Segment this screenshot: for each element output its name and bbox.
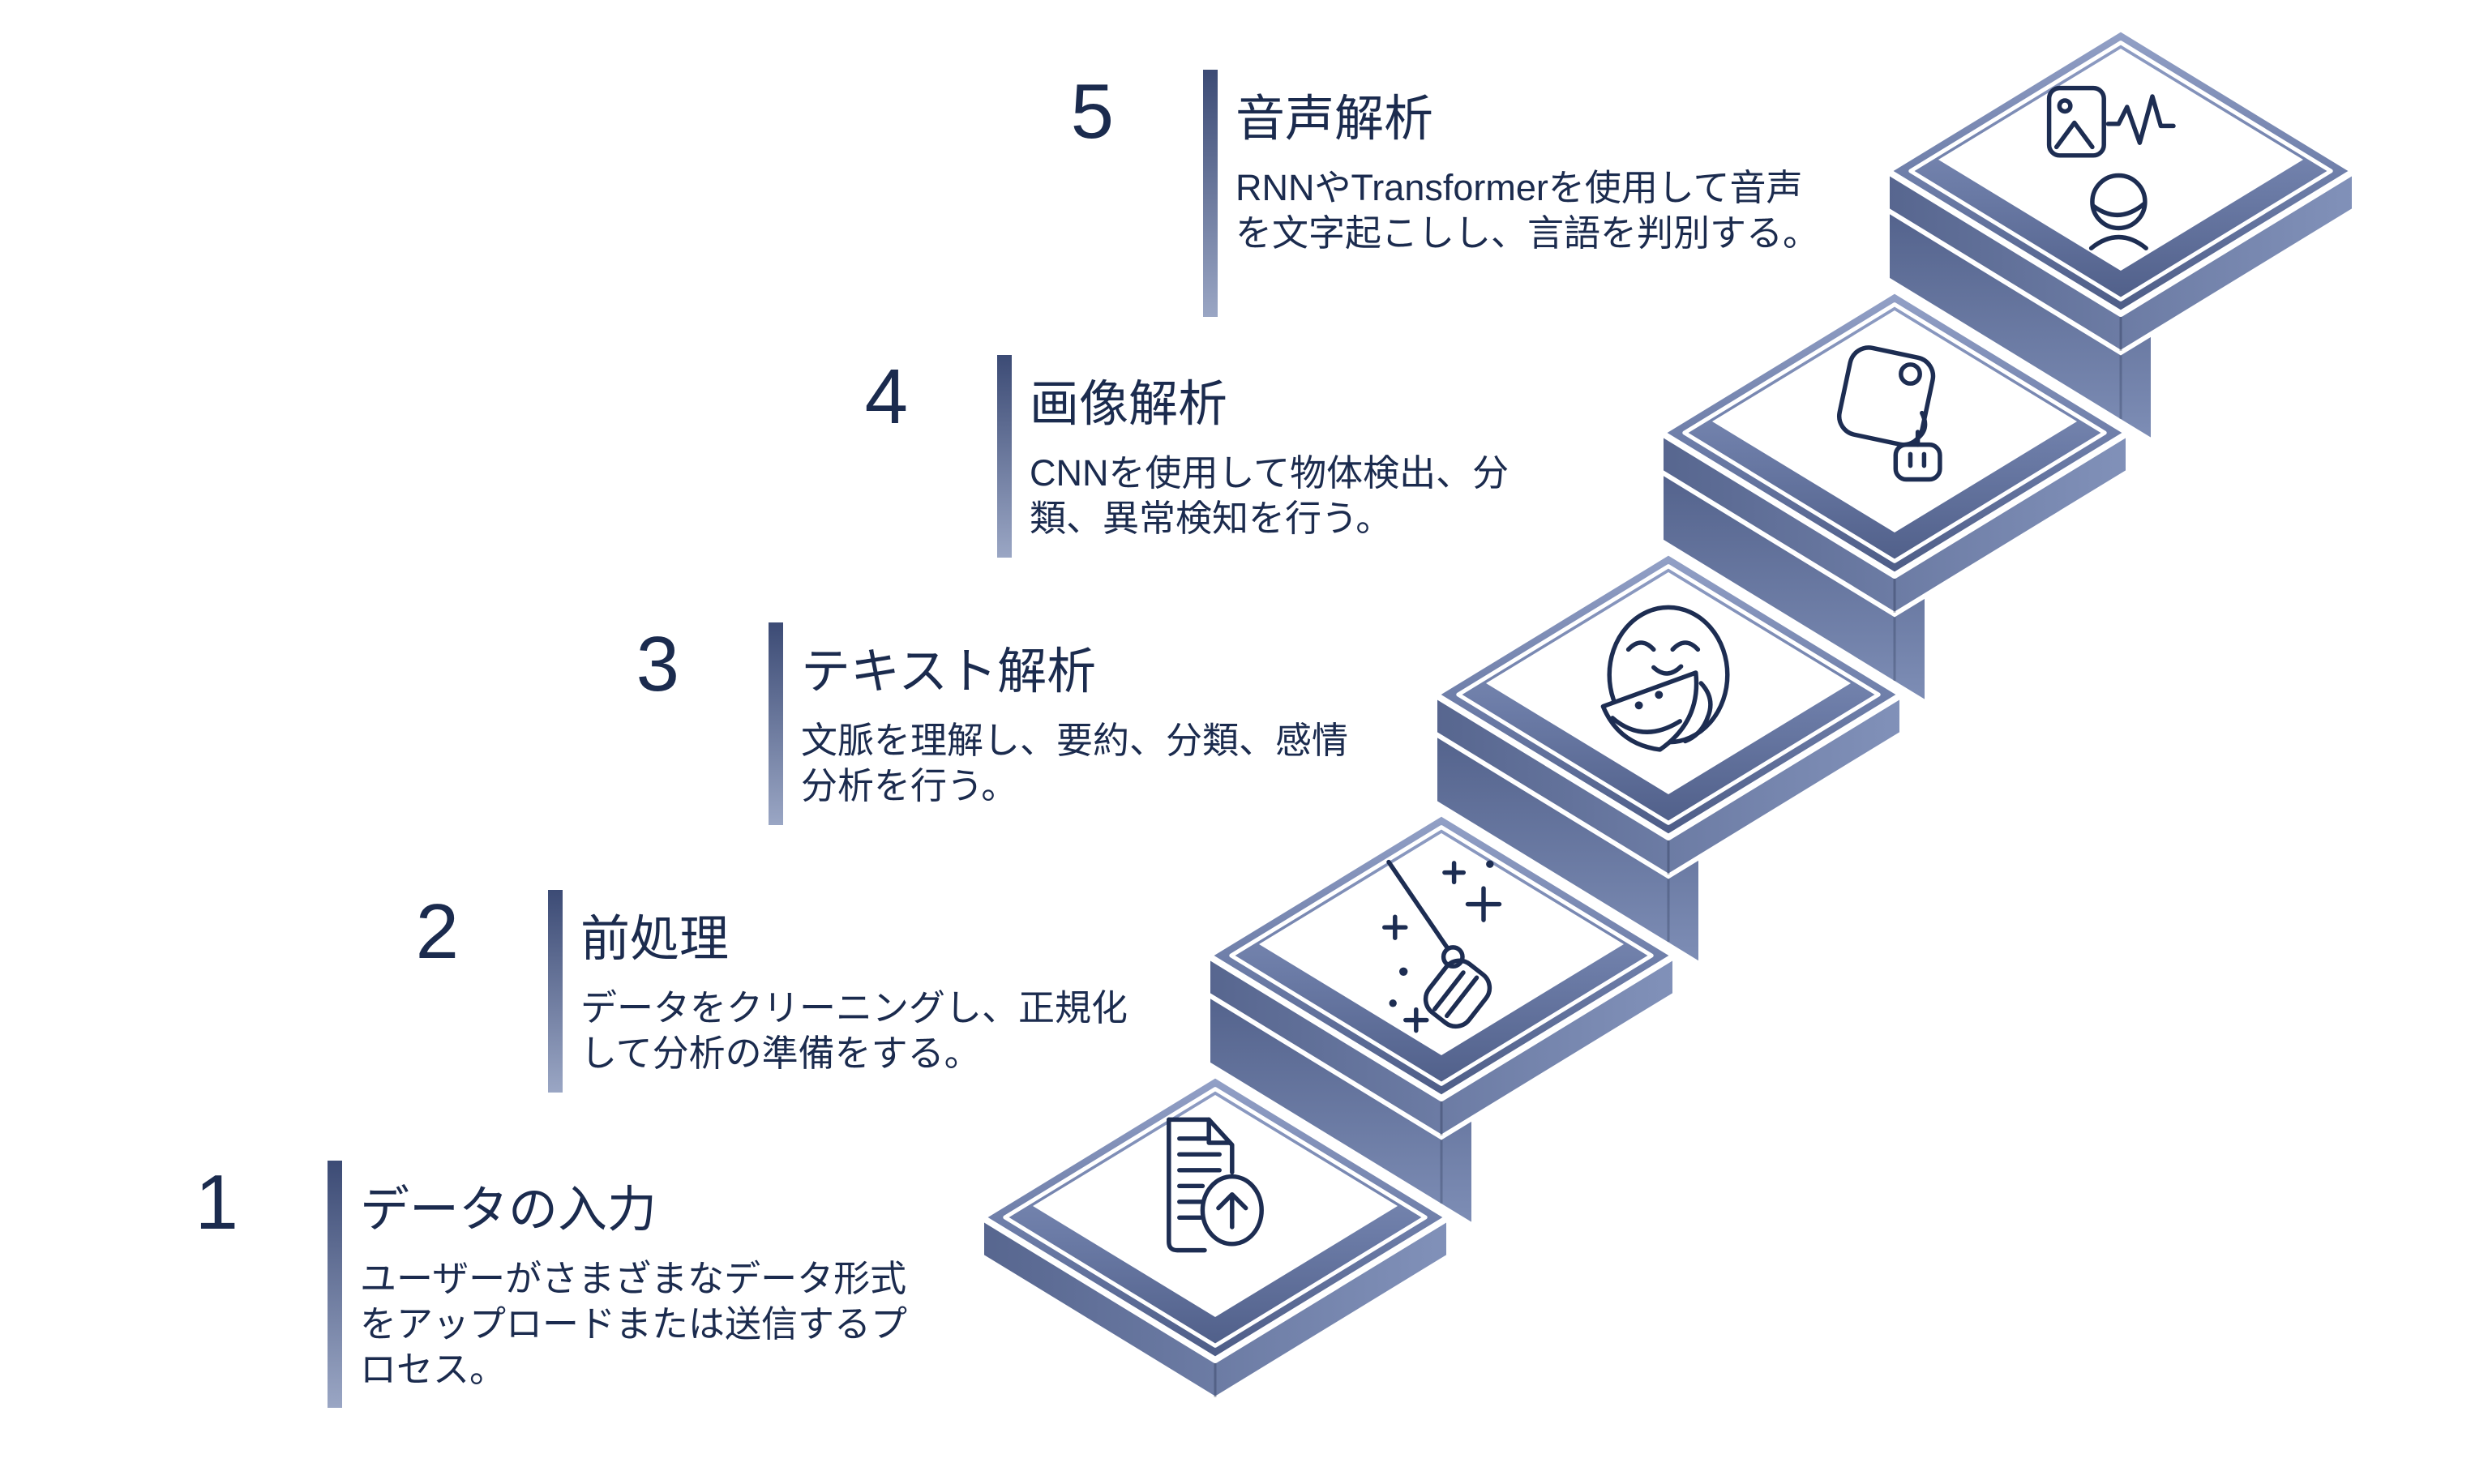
frame-highlight-line	[1682, 302, 2107, 563]
step-description: 文脈を理解し、要約、分類、感情分析を行う。	[801, 720, 1349, 806]
platform-face	[1033, 1095, 1398, 1317]
step-title: 前処理	[580, 911, 730, 966]
cleaning-broom-icon	[1382, 859, 1502, 1033]
step-title: 音声解析	[1235, 91, 1434, 146]
step-accent-bar	[769, 622, 783, 825]
sentiment-face-icon	[1600, 605, 1730, 752]
step-number: 2	[415, 888, 459, 975]
step-title: 画像解析	[1030, 376, 1228, 431]
frame-highlight-line	[1229, 825, 1654, 1086]
tag-labeling-icon	[1837, 345, 1942, 482]
step-title: データの入力	[360, 1182, 657, 1237]
step-block-5	[1884, 25, 2357, 447]
step-accent-bar	[328, 1161, 342, 1408]
step-block-4	[1658, 287, 2131, 708]
platform-face	[1938, 49, 2303, 271]
step-number: 4	[864, 353, 908, 440]
step-accent-bar	[997, 355, 1012, 558]
step-description: データをクリーニングし、正規化して分析の準備をする。	[580, 987, 1128, 1074]
step-description: ユーザーがさまざまなデータ形式をアップロードまたは送信するプロセス。	[360, 1258, 908, 1390]
step-block-3	[1432, 549, 1905, 969]
step-title: テキスト解析	[801, 644, 1097, 699]
step-number: 1	[195, 1159, 238, 1246]
step-accent-bar	[1203, 70, 1218, 317]
step-block-1	[978, 1071, 1452, 1402]
platform-face	[1712, 310, 2077, 532]
document-upload-icon	[1167, 1117, 1264, 1253]
step-description: RNNやTransformerを使用して音声を文字起こしし、言語を判別する。	[1235, 167, 1820, 254]
step-block-2	[1205, 810, 1678, 1231]
frame-highlight-line	[1003, 1087, 1428, 1348]
frame-highlight-line	[1908, 41, 2333, 302]
step-description: CNNを使用して物体検出、分類、異常検知を行う。	[1030, 452, 1510, 539]
multimedia-audio-icon	[2046, 85, 2176, 250]
frame-highlight-line	[1456, 564, 1881, 825]
step-accent-bar	[548, 890, 563, 1093]
step-number: 5	[1070, 68, 1114, 155]
step-number: 3	[636, 621, 679, 708]
platform-face	[1259, 833, 1624, 1055]
